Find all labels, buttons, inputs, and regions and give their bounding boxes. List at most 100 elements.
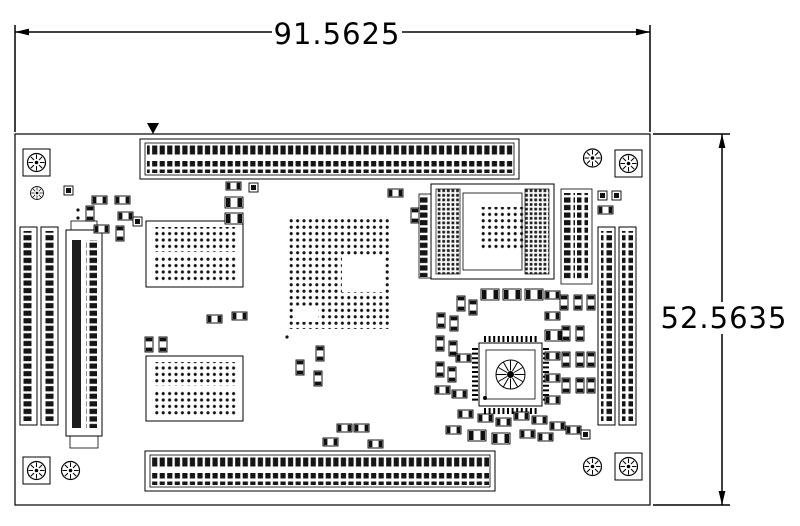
- smd-component: [531, 415, 548, 425]
- smd-component: [93, 224, 110, 234]
- connector-shroud: [144, 142, 515, 176]
- smd-component: [387, 188, 404, 198]
- small-components: [63, 181, 622, 449]
- smd-component: [495, 417, 512, 427]
- header-body: [560, 188, 593, 285]
- chip-body: [145, 355, 244, 422]
- memory-chip-top: [145, 220, 244, 288]
- smd-component: [513, 411, 530, 421]
- smd-component: [468, 299, 478, 316]
- smd-component: [519, 429, 536, 439]
- smd-component: [322, 437, 339, 447]
- connector-body: [597, 226, 616, 426]
- smd-component: [436, 312, 446, 329]
- right-edge-connector-b: [618, 226, 637, 426]
- mounting-hole-top-right-inner: [582, 148, 603, 168]
- smd-component: [580, 429, 591, 440]
- smd-component: [435, 335, 445, 352]
- pin-row: [147, 161, 513, 173]
- connector-slot: [72, 240, 81, 428]
- pin1-marker: [147, 123, 159, 134]
- cpu-socket: [430, 183, 555, 280]
- smd-component: [502, 288, 522, 301]
- ball-grid: [479, 207, 524, 251]
- smd-component: [435, 361, 445, 378]
- smd-component: [575, 325, 585, 342]
- pin-field-left: [435, 188, 461, 275]
- smd-component: [565, 425, 582, 435]
- ball-band: [152, 257, 237, 282]
- smd-component: [206, 314, 223, 324]
- smd-component: [561, 377, 571, 394]
- smd-component: [524, 288, 544, 301]
- pin-column: [601, 231, 612, 421]
- smd-component: [455, 353, 472, 363]
- bottom-bus-connector: [144, 450, 496, 492]
- ball-band: [152, 227, 237, 252]
- memory-chip-bottom: [145, 355, 244, 422]
- smd-component: [248, 182, 259, 193]
- smd-component: [467, 429, 487, 442]
- test-point: [76, 208, 80, 212]
- smd-component: [91, 195, 108, 205]
- pin-row: [151, 457, 489, 469]
- smd-component: [158, 336, 168, 353]
- smd-component: [544, 311, 561, 321]
- connector-shroud: [149, 454, 491, 488]
- board-outline: [14, 133, 651, 506]
- pin1-dot: [483, 396, 487, 400]
- connector-tab-top: [70, 220, 98, 231]
- smd-component: [480, 288, 500, 301]
- connector-body: [139, 138, 520, 180]
- smd-component: [353, 423, 370, 433]
- mounting-hole-bottom-left: [26, 460, 47, 481]
- via-grid-void: [296, 306, 318, 322]
- pin-column: [622, 231, 633, 421]
- smd-component: [561, 325, 571, 342]
- smd-component: [561, 351, 571, 368]
- pin-row: [147, 145, 513, 157]
- smd-component: [224, 196, 244, 209]
- smd-component: [225, 181, 242, 191]
- io-header: [560, 188, 593, 285]
- arrowhead-left: [15, 28, 29, 36]
- mounting-hole-left-small: [30, 186, 44, 200]
- hole-pad-top-right: [614, 149, 643, 178]
- pin-column: [86, 240, 97, 428]
- smd-component: [537, 432, 554, 442]
- smd-component: [315, 345, 325, 362]
- smd-component: [434, 385, 451, 395]
- width-dimension-label: 91.5625: [274, 17, 401, 51]
- via-grid-void: [342, 256, 384, 292]
- smd-component: [586, 294, 596, 311]
- arrowhead-bottom: [718, 491, 726, 505]
- smd-component: [573, 294, 583, 311]
- pin-row: [151, 473, 489, 485]
- smd-component: [117, 211, 134, 221]
- pad-column-left-of-cpu: [418, 193, 432, 279]
- smd-component: [447, 366, 457, 383]
- fiducial-dot: [285, 335, 289, 339]
- smd-component: [144, 336, 154, 353]
- test-point: [76, 216, 80, 220]
- smd-component: [313, 370, 323, 387]
- chip-body: [145, 220, 244, 288]
- smd-component: [544, 329, 564, 342]
- pin-column: [44, 231, 55, 421]
- smd-component: [544, 290, 561, 300]
- connector-body: [19, 226, 38, 426]
- smd-component: [114, 195, 131, 205]
- smd-component: [544, 351, 561, 361]
- smd-component: [63, 185, 74, 196]
- width-dimension: 91.5625: [14, 17, 651, 132]
- arrowhead-right: [636, 28, 650, 36]
- qfp-ic: [472, 336, 549, 414]
- smd-component: [544, 373, 561, 383]
- mounting-hole-bottom-left-inner: [60, 460, 81, 481]
- smd-component: [115, 225, 125, 242]
- smd-component: [586, 351, 596, 368]
- smd-component: [575, 351, 585, 368]
- smd-component: [597, 205, 614, 215]
- smd-component: [597, 190, 608, 201]
